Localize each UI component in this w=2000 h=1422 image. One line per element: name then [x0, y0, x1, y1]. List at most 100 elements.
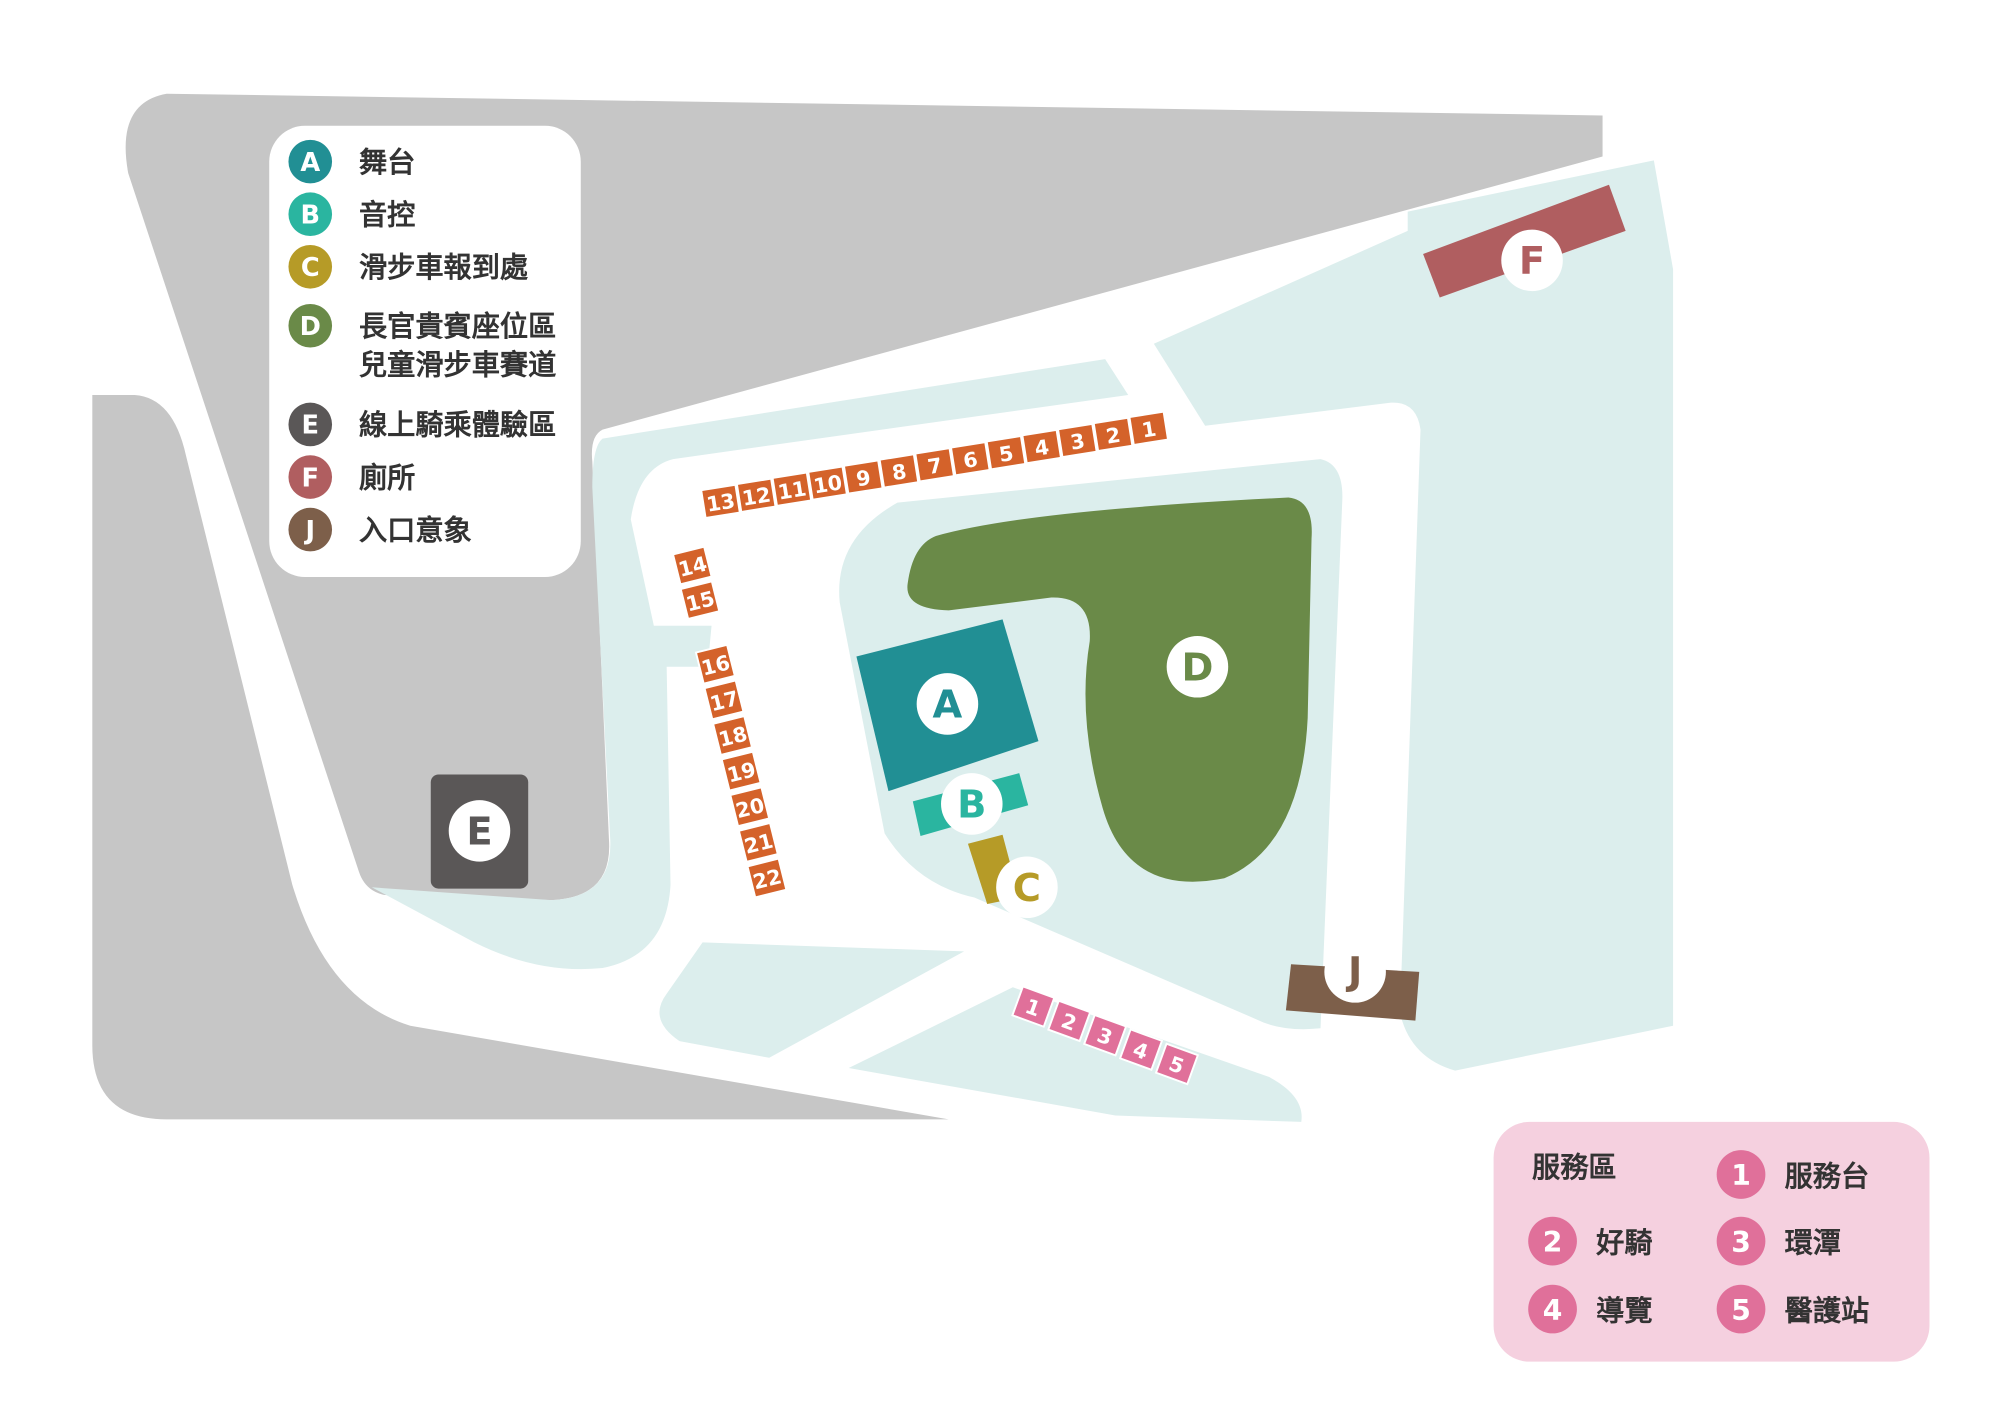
booth-3[interactable]: 3 [1056, 422, 1098, 459]
booth-4[interactable]: 4 [1021, 428, 1063, 465]
zone-C-marker: C [1013, 866, 1041, 911]
area-north-strip [371, 359, 1129, 970]
service-item-4: 4 導覽 [1528, 1284, 1653, 1334]
service-booth-1[interactable]: 1 [1011, 985, 1056, 1028]
service-label: 導覽 [1596, 1295, 1652, 1328]
booth-12[interactable]: 12 [735, 477, 777, 514]
legend-item-j: J 入口意象 [288, 507, 472, 552]
zone-A-marker: A [933, 683, 963, 728]
area-south [848, 987, 1302, 1122]
service-num: 3 [1731, 1226, 1751, 1259]
booth-20[interactable]: 20 [729, 786, 771, 828]
booth-number: 3 [1069, 429, 1087, 455]
legend-badge-icon [288, 139, 333, 184]
zone-A[interactable]: A [856, 619, 1039, 792]
zone-J-marker: J [1345, 949, 1362, 994]
zone-F[interactable]: F [1423, 184, 1626, 298]
legend-key: A [300, 148, 320, 178]
booth-number: 12 [740, 482, 772, 510]
service-booth-4[interactable]: 4 [1118, 1028, 1164, 1071]
booth-number: 5 [997, 441, 1015, 467]
legend-badge-icon [288, 303, 333, 348]
zone-E-marker: E [466, 810, 492, 855]
booth-8[interactable]: 8 [878, 453, 920, 489]
booth-7[interactable]: 7 [914, 447, 956, 483]
zone-J[interactable]: J [1285, 941, 1420, 1021]
service-label: 環潭 [1785, 1227, 1841, 1260]
zone-E[interactable]: E [430, 774, 529, 889]
service-badge-icon [1716, 1216, 1766, 1266]
legend-label: 舞台 [359, 146, 415, 179]
zone-B-marker: B [957, 783, 986, 828]
legend-label: 音控 [359, 198, 415, 231]
zone-B[interactable]: B [912, 773, 1029, 836]
booth-19[interactable]: 19 [720, 750, 762, 792]
legend-label: 入口意象 [359, 514, 472, 547]
legend-key: C [301, 253, 320, 283]
zone-C[interactable]: C [967, 834, 1058, 919]
service-label: 服務台 [1785, 1160, 1870, 1193]
service-item-3: 3 環潭 [1716, 1216, 1841, 1266]
legend-item-a: A 舞台 [288, 139, 415, 184]
booth-number: 11 [776, 476, 808, 504]
booth-number: 2 [1104, 423, 1122, 449]
booth-number: 9 [855, 465, 873, 491]
service-booth-2[interactable]: 2 [1047, 999, 1092, 1043]
service-item-1: 1 服務台 [1716, 1150, 1870, 1199]
booth-15[interactable]: 15 [679, 580, 721, 621]
booth-number: 7 [926, 453, 944, 479]
legend-item-c: C 滑步車報到處 [288, 244, 529, 289]
legend-key: F [301, 463, 319, 493]
service-item-2: 2 好騎 [1528, 1216, 1653, 1266]
booth-1[interactable]: 1 [1128, 410, 1170, 447]
booth-22[interactable]: 22 [746, 857, 788, 899]
booth-number: 8 [890, 459, 908, 485]
booth-18[interactable]: 18 [711, 714, 754, 757]
legend-badge-icon [288, 507, 333, 552]
service-label: 好騎 [1595, 1227, 1652, 1260]
legend-label: 長官貴賓座位區 [359, 310, 556, 343]
booth-14[interactable]: 14 [671, 545, 713, 586]
legend-badge-icon [288, 192, 333, 236]
booth-5[interactable]: 5 [985, 434, 1027, 471]
booth-2[interactable]: 2 [1092, 416, 1134, 453]
legend-label-2: 兒童滑步車賽道 [359, 348, 556, 381]
legend-label: 滑步車報到處 [359, 251, 529, 284]
booth-21[interactable]: 21 [737, 821, 779, 864]
service-legend-title: 服務區 [1532, 1151, 1617, 1184]
booth-11[interactable]: 11 [771, 471, 813, 507]
booth-6[interactable]: 6 [949, 441, 991, 477]
gray-area-west [92, 394, 949, 1120]
service-num: 1 [1731, 1159, 1751, 1192]
booth-number: 10 [812, 470, 844, 498]
zone-D[interactable]: D [907, 497, 1312, 882]
service-num: 2 [1543, 1226, 1563, 1259]
booth-number: 4 [1033, 435, 1051, 461]
booth-13[interactable]: 13 [700, 483, 741, 520]
service-badge-icon [1716, 1150, 1766, 1199]
booth-number: 13 [705, 489, 737, 517]
legend-badge-icon [288, 244, 333, 289]
legend-key: E [301, 411, 319, 441]
legend-key: D [300, 312, 321, 342]
legend-item-f: F 廁所 [288, 455, 415, 499]
legend-label: 廁所 [359, 461, 415, 494]
service-num: 5 [1731, 1294, 1751, 1327]
service-num: 4 [1543, 1294, 1563, 1327]
booth-16[interactable]: 16 [694, 643, 736, 685]
booth-10[interactable]: 10 [807, 465, 848, 501]
service-badge-icon [1528, 1216, 1577, 1266]
service-booth-3[interactable]: 3 [1082, 1013, 1128, 1057]
booth-17[interactable]: 17 [703, 679, 745, 721]
booth-9[interactable]: 9 [842, 459, 884, 495]
legend-key: J [303, 516, 315, 546]
area-northeast [1153, 160, 1674, 1071]
service-booth-5[interactable]: 5 [1154, 1042, 1200, 1086]
